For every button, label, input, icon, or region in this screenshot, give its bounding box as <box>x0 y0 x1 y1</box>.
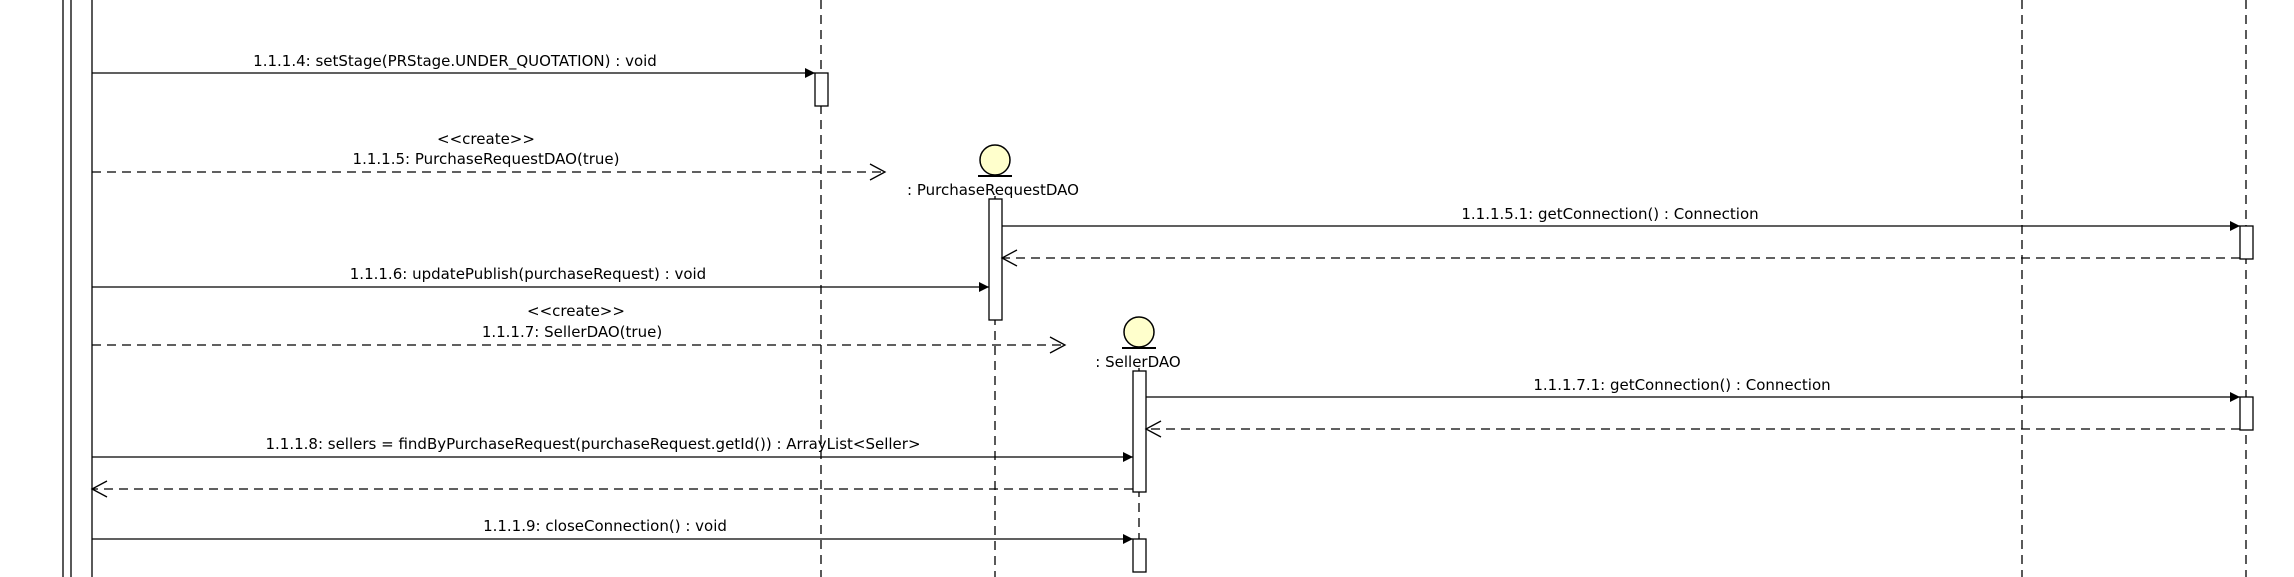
participant-purchase-request-dao: : PurchaseRequestDAO <box>907 144 1079 199</box>
return-1-1-1-7-1 <box>1144 420 2240 438</box>
message-label: 1.1.1.7.1: getConnection() : Connection <box>1533 376 1830 394</box>
message-1-1-1-4: 1.1.1.4: setStage(PRStage.UNDER_QUOTATIO… <box>92 52 815 78</box>
activation-bar <box>814 72 829 107</box>
message-1-1-1-8: 1.1.1.8: sellers = findByPurchaseRequest… <box>92 435 1133 462</box>
message-1-1-1-7-1: 1.1.1.7.1: getConnection() : Connection <box>1146 376 2240 402</box>
message-label: 1.1.1.5: PurchaseRequestDAO(true) <box>353 150 620 168</box>
message-label: 1.1.1.8: sellers = findByPurchaseRequest… <box>265 435 920 453</box>
return-1-1-1-8 <box>90 480 1133 498</box>
message-1-1-1-5-1: 1.1.1.5.1: getConnection() : Connection <box>1002 205 2240 231</box>
activation-bar <box>988 198 1003 321</box>
message-1-1-1-6: 1.1.1.6: updatePublish(purchaseRequest) … <box>92 265 989 292</box>
activation-bar <box>2239 225 2254 260</box>
participant-seller-dao: : SellerDAO <box>1095 316 1181 371</box>
message-label: 1.1.1.9: closeConnection() : void <box>483 517 727 535</box>
create-stereotype: <<create>> <box>437 130 535 148</box>
lifeline-label-seller-dao: : SellerDAO <box>1095 353 1180 371</box>
activation-bar <box>1132 538 1147 573</box>
activation-bar <box>1132 370 1147 493</box>
message-1-1-1-5: <<create>> 1.1.1.5: PurchaseRequestDAO(t… <box>92 130 887 181</box>
message-1-1-1-9: 1.1.1.9: closeConnection() : void <box>92 517 1133 544</box>
return-1-1-1-5-1 <box>1000 249 2240 267</box>
message-label: 1.1.1.6: updatePublish(purchaseRequest) … <box>350 265 706 283</box>
message-1-1-1-7: <<create>> 1.1.1.7: SellerDAO(true) <box>92 302 1067 354</box>
entity-icon <box>1123 316 1155 348</box>
message-label: 1.1.1.5.1: getConnection() : Connection <box>1461 205 1758 223</box>
activation-bar <box>2239 396 2254 431</box>
caller-lifeline <box>62 0 93 577</box>
lifeline-label-purchase-request-dao: : PurchaseRequestDAO <box>907 181 1079 199</box>
message-label: 1.1.1.4: setStage(PRStage.UNDER_QUOTATIO… <box>253 52 657 71</box>
message-label: 1.1.1.7: SellerDAO(true) <box>482 323 662 341</box>
entity-icon <box>979 144 1011 176</box>
create-stereotype: <<create>> <box>527 302 625 320</box>
